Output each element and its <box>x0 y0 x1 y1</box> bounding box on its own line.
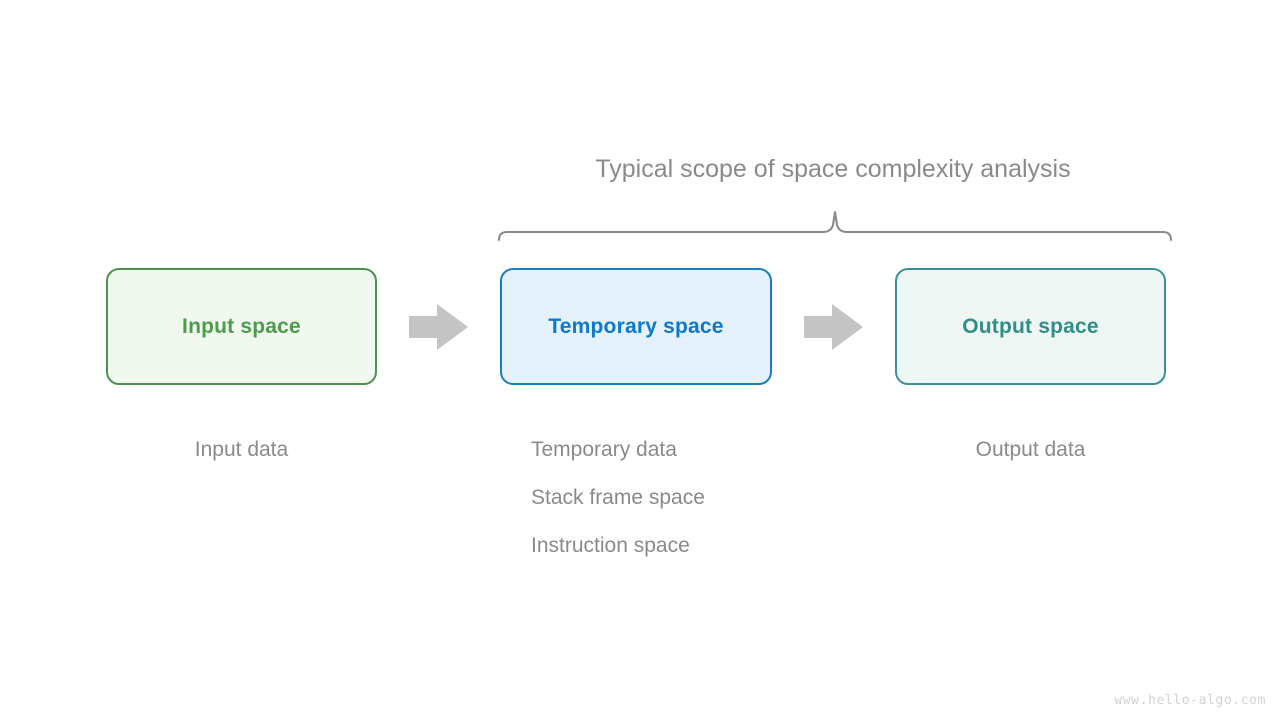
right-arrow-icon <box>804 304 863 350</box>
node-temporary-space[interactable]: Temporary space <box>500 268 772 385</box>
caption-instruction-space: Instruction space <box>531 534 690 557</box>
node-temporary-space-label: Temporary space <box>548 314 724 338</box>
caption-temporary-list: Temporary data Stack frame space Instruc… <box>531 426 705 570</box>
node-input-space-label: Input space <box>182 314 301 338</box>
right-arrow-icon <box>409 304 468 350</box>
node-input-space[interactable]: Input space <box>106 268 377 385</box>
caption-temporary-data: Temporary data <box>531 438 677 461</box>
watermark: www.hello-algo.com <box>1114 693 1266 708</box>
scope-title: Typical scope of space complexity analys… <box>595 155 1071 183</box>
caption-input-data: Input data <box>194 438 289 461</box>
node-output-space[interactable]: Output space <box>895 268 1166 385</box>
scope-brace-icon <box>497 210 1173 242</box>
node-output-space-label: Output space <box>962 314 1099 338</box>
caption-stack-frame-space: Stack frame space <box>531 486 705 509</box>
caption-output-data: Output data <box>975 438 1086 461</box>
